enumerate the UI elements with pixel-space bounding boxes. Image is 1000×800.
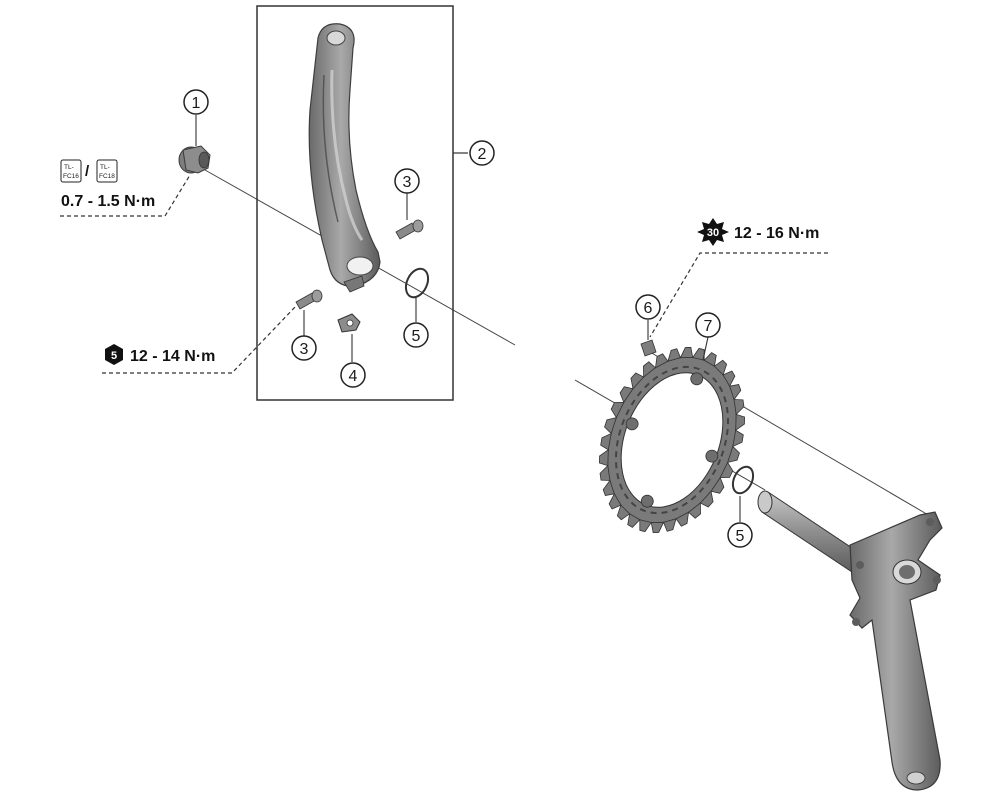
pinch-bolt-torque-label: 12 - 14 N·m bbox=[130, 348, 215, 365]
chainring-tooth bbox=[733, 399, 745, 416]
chainring-tooth bbox=[604, 416, 617, 435]
chainring-tooth bbox=[713, 359, 728, 376]
tool2-line2: FC18 bbox=[99, 173, 115, 180]
chainring-tooth bbox=[600, 432, 612, 451]
chainring-tooth bbox=[598, 448, 609, 467]
chainring-tooth bbox=[602, 479, 615, 497]
chainring-tooth bbox=[643, 361, 657, 378]
chainring-tooth bbox=[654, 353, 669, 369]
chainring-tooth bbox=[639, 519, 652, 533]
chainring-tooth bbox=[732, 429, 744, 448]
chainring-tooth bbox=[616, 504, 631, 521]
tool-icon-tl-fc18: TL- FC18 bbox=[96, 159, 118, 183]
crank-bolt-cap bbox=[178, 145, 211, 174]
tool1-line1: TL- bbox=[64, 164, 74, 171]
callout-4-number: 4 bbox=[349, 368, 358, 385]
seal-ring-upper bbox=[404, 267, 430, 299]
hex-key-icon: 5 bbox=[105, 344, 123, 365]
callout-3-upper-number: 3 bbox=[403, 174, 412, 191]
callout-5-upper-number: 5 bbox=[412, 328, 421, 345]
chainring-tooth bbox=[675, 511, 690, 527]
chainring-tooth bbox=[663, 518, 677, 532]
callout-1-number: 1 bbox=[192, 95, 201, 112]
chainring-tooth bbox=[722, 370, 736, 388]
torque-leaders bbox=[60, 174, 828, 374]
cap-torque-label: 0.7 - 1.5 N·m bbox=[61, 193, 155, 210]
hex-key-size: 5 bbox=[111, 350, 117, 362]
callout-6: 6 bbox=[635, 294, 661, 320]
crank-arm-unit-box bbox=[256, 5, 454, 401]
chainring-tooth bbox=[699, 490, 714, 508]
tool-separator: / bbox=[85, 163, 90, 180]
callout-5-lower: 5 bbox=[727, 522, 753, 548]
seal-ring-lower bbox=[731, 465, 755, 495]
chainring-tooth bbox=[735, 413, 746, 432]
tool-icon-tl-fc16: TL- FC16 bbox=[60, 159, 82, 183]
callout-3-upper: 3 bbox=[394, 168, 420, 194]
tool1-line2: FC16 bbox=[63, 173, 79, 180]
chainring-tooth bbox=[608, 492, 622, 510]
callout-5-upper: 5 bbox=[403, 322, 429, 348]
callout-2-number: 2 bbox=[478, 146, 487, 163]
chainring-tooth bbox=[679, 347, 694, 359]
tool2-line1: TL- bbox=[100, 164, 110, 171]
callout-7-number: 7 bbox=[704, 318, 713, 335]
callout-4: 4 bbox=[340, 362, 366, 388]
callout-5-lower-number: 5 bbox=[736, 528, 745, 545]
callout-3-lower-number: 3 bbox=[300, 341, 309, 358]
right-crank-with-spindle bbox=[757, 490, 943, 791]
chainring-tooth bbox=[630, 372, 645, 390]
chainring-tooth bbox=[703, 352, 717, 367]
chainring-tooth bbox=[719, 461, 734, 479]
chainring-bolt-torque-label: 12 - 16 N·m bbox=[734, 225, 819, 242]
pinch-bolt-lower bbox=[295, 289, 323, 310]
chainring-fixing-bolt bbox=[640, 339, 657, 357]
chainring-tooth bbox=[627, 513, 641, 528]
callout-6-number: 6 bbox=[644, 300, 653, 317]
torx-size: 30 bbox=[707, 227, 719, 239]
chainring-tooth bbox=[619, 386, 634, 404]
chainring-tooth bbox=[667, 348, 681, 362]
chainring-tooth bbox=[599, 464, 611, 481]
torx-icon: 30 bbox=[697, 218, 729, 246]
chainring-tooth bbox=[710, 476, 725, 494]
chainring-tooth bbox=[692, 347, 705, 361]
callout-leaders bbox=[195, 115, 741, 522]
chainring-tooth bbox=[729, 383, 742, 401]
callout-2: 2 bbox=[469, 140, 495, 166]
chainring-tooth bbox=[610, 401, 625, 419]
callout-3-lower: 3 bbox=[291, 335, 317, 361]
left-crank-arm bbox=[308, 23, 381, 293]
chainring-tooth bbox=[650, 521, 665, 533]
chainring-tooth bbox=[687, 502, 701, 519]
chainring bbox=[598, 347, 746, 533]
callout-1: 1 bbox=[183, 89, 209, 115]
stopper-plate bbox=[337, 313, 361, 333]
chainring-tooth bbox=[727, 445, 740, 464]
pinch-bolt-upper bbox=[395, 219, 424, 240]
callout-7: 7 bbox=[695, 312, 721, 338]
